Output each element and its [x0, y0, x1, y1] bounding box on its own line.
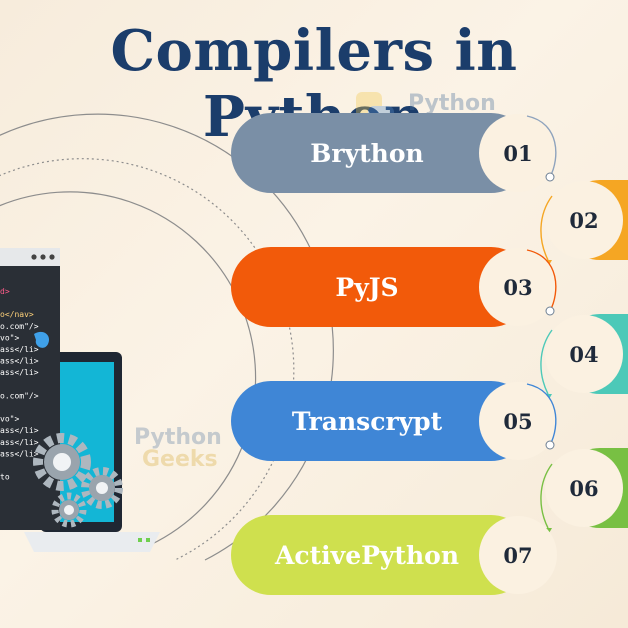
- step-number: 01: [503, 141, 532, 166]
- step-number: 06: [569, 476, 598, 501]
- compiler-pill: [231, 381, 531, 461]
- step-circle: [545, 449, 623, 527]
- code-window-titlebar: [0, 248, 60, 266]
- connector-dot-icon: [545, 440, 555, 450]
- connector-arrow: [540, 463, 553, 529]
- gear-icon: [33, 433, 91, 491]
- flow-item-05: Transcrypt 05: [231, 381, 557, 461]
- step-circle: [545, 181, 623, 259]
- cursor-hand-icon: [34, 331, 50, 348]
- compiler-name: ActivePython: [274, 541, 459, 570]
- connector-arrow: [526, 383, 557, 446]
- code-line: vo">: [0, 415, 19, 424]
- window-dot-icon: [31, 254, 37, 260]
- watermark-line2: Geeks: [142, 447, 218, 472]
- compiler-pill: [231, 113, 531, 193]
- laptop-base: [24, 532, 160, 552]
- arc-outer: [0, 113, 334, 561]
- step-circle: [479, 114, 557, 192]
- code-line: ass</li>: [0, 449, 39, 458]
- code-line: ass</li>: [0, 426, 39, 435]
- connector-arrow: [540, 329, 553, 395]
- compiler-name: Brython: [310, 139, 423, 168]
- step-circle: [479, 382, 557, 460]
- connector-arrow: [540, 195, 553, 261]
- connector-dot-icon: [545, 306, 555, 316]
- laptop-light-icon: [138, 538, 142, 542]
- flow-item-01: Brython 01: [231, 113, 557, 193]
- code-line: ass</li>: [0, 357, 39, 366]
- code-line: vo">: [0, 333, 19, 342]
- flow-item-04: 04: [540, 314, 628, 401]
- flow-item-06: 06: [540, 448, 628, 535]
- window-dot-icon: [49, 254, 55, 260]
- code-line: to: [0, 473, 10, 482]
- code-line: ass</li>: [0, 368, 39, 377]
- compiler-pill: [231, 247, 531, 327]
- code-line: o.com"/>: [0, 391, 39, 400]
- step-number: 04: [569, 342, 598, 367]
- flow-item-03: PyJS 03: [231, 247, 557, 327]
- flow-item-07: ActivePython 07: [231, 515, 557, 595]
- watermark-line1: Python: [408, 91, 496, 116]
- code-line: d>: [0, 287, 10, 296]
- gears: [33, 433, 123, 528]
- step-circle: [545, 315, 623, 393]
- code-window: d> o</nav> o.com"/> vo"> ass</li> ass</li> ass…: [0, 248, 60, 530]
- python-logo-icon: [356, 92, 382, 118]
- compiler-name: PyJS: [335, 273, 398, 302]
- window-dot-icon: [40, 254, 46, 260]
- gear-icon: [51, 492, 87, 528]
- compiler-name: Transcrypt: [292, 407, 443, 436]
- compiler-pill: [231, 515, 531, 595]
- step-number: 07: [503, 543, 532, 568]
- code-line: o</nav>: [0, 310, 34, 319]
- gear-icon: [81, 467, 123, 509]
- step-number: 05: [503, 409, 532, 434]
- code-line: ass</li>: [0, 345, 39, 354]
- watermark-bottom: Python Geeks: [82, 425, 222, 472]
- step-number: 03: [503, 275, 532, 300]
- code-line: o.com"/>: [0, 322, 39, 331]
- code-line: ass</li>: [0, 438, 39, 447]
- connector-dot-icon: [545, 172, 555, 182]
- step-circle: [479, 248, 557, 326]
- connector-arrow: [526, 249, 557, 312]
- flow-item-02: 02: [540, 180, 628, 267]
- watermark-line1: Python: [134, 425, 222, 450]
- code-lines: d> o</nav> o.com"/> vo"> ass</li> ass</li> ass…: [0, 287, 39, 482]
- step-number: 02: [569, 208, 598, 233]
- step-circle: [479, 516, 557, 594]
- connector-arrow: [526, 115, 557, 178]
- laptop-light-icon: [146, 538, 150, 542]
